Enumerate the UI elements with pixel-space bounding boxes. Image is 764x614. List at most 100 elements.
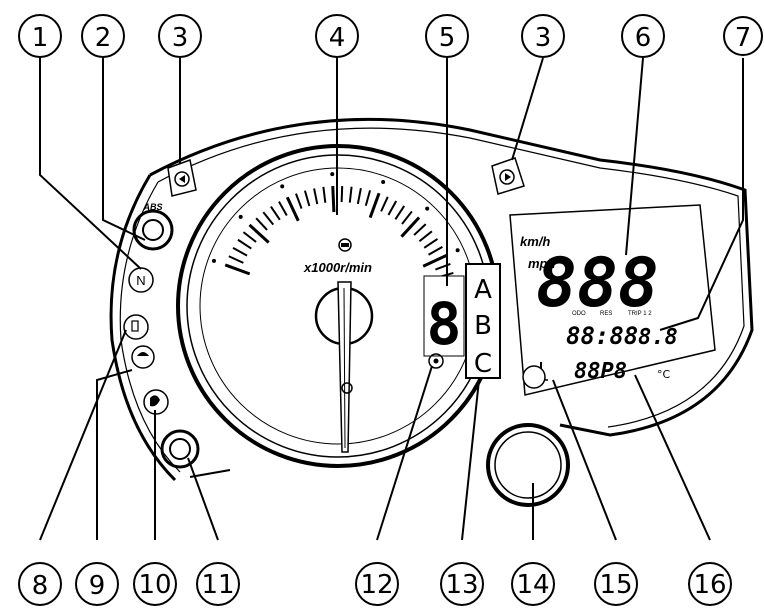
callout-6: 6 xyxy=(621,14,665,58)
tachometer-tick xyxy=(262,211,275,226)
tachometer-tick xyxy=(237,238,252,250)
leader-lines xyxy=(39,57,744,541)
trip-label: TRIP 1 2 xyxy=(628,311,652,317)
oil-pressure-icon xyxy=(131,345,155,369)
tachometer-tick xyxy=(435,263,451,271)
reset-button-icon xyxy=(160,429,200,469)
gear-position-display: 8 xyxy=(423,275,465,358)
indicator-light-15 xyxy=(522,365,546,389)
callout-9-number: 9 xyxy=(89,571,106,601)
tachometer-tick xyxy=(248,223,270,244)
mode-label-a: A xyxy=(474,275,492,305)
turn-signal-left-icon xyxy=(167,158,197,197)
tachometer-tick xyxy=(394,205,406,220)
lcd-panel: km/h mph 888 ODO RES TRIP 1 2 88:88 8.8 … xyxy=(509,204,716,396)
tachometer-tick xyxy=(340,186,344,203)
immobilizer-icon xyxy=(428,353,444,369)
tachometer-tick xyxy=(242,231,257,243)
tachometer-major-dot xyxy=(238,214,243,219)
callouts-top: 1 2 3 4 5 3 6 7 xyxy=(18,14,763,58)
callout-4: 4 xyxy=(315,14,359,58)
callout-12-number: 12 xyxy=(360,570,393,600)
callout-14-number: 14 xyxy=(516,570,549,600)
callout-13: 13 xyxy=(440,562,484,606)
callout-14: 14 xyxy=(511,562,555,606)
tachometer-tick xyxy=(423,238,439,249)
tachometer-tick xyxy=(356,188,362,205)
mode-label-c: C xyxy=(474,349,492,379)
callout-7: 7 xyxy=(723,16,763,56)
callout-1-number: 1 xyxy=(32,23,49,53)
callout-8: 8 xyxy=(18,562,62,606)
tachometer-tick xyxy=(295,193,303,209)
speed-digits: 888 xyxy=(536,244,659,323)
callout-1: 1 xyxy=(18,14,62,58)
tachometer-tick xyxy=(270,205,281,221)
select-button-icon[interactable] xyxy=(486,423,570,507)
callout-8-number: 8 xyxy=(32,571,49,601)
callout-11-number: 11 xyxy=(201,570,234,600)
tachometer-major-dot xyxy=(455,248,460,253)
temperature-unit: °C xyxy=(657,368,671,381)
tachometer-tick xyxy=(413,223,427,236)
engine-trouble-icon xyxy=(338,238,352,252)
tachometer-tick xyxy=(401,210,413,225)
gear-digit: 8 xyxy=(427,290,462,358)
tachometer-tick xyxy=(368,192,381,219)
tachometer-tick xyxy=(224,263,251,276)
odometer-small-digits: 8.8 xyxy=(638,325,678,350)
callout-9: 9 xyxy=(75,562,119,606)
neutral-indicator-icon: N xyxy=(128,267,154,293)
tachometer-tick xyxy=(278,201,288,216)
callout-5-number: 5 xyxy=(439,23,456,53)
odometer-digits: 88:88 xyxy=(566,322,638,350)
tachometer-tick xyxy=(303,190,311,207)
tachometer-major-dot xyxy=(425,206,430,211)
turn-signal-right-icon xyxy=(491,157,525,195)
callout-2-number: 2 xyxy=(95,23,112,53)
callout-6-number: 6 xyxy=(635,23,652,53)
tachometer-tick xyxy=(232,246,248,257)
tachometer-tick xyxy=(400,216,421,238)
callout-13-number: 13 xyxy=(445,570,478,600)
tachometer-major-dot xyxy=(280,184,285,189)
tachometer-tick xyxy=(313,188,319,205)
tachometer-needle xyxy=(314,281,374,453)
callout-16-number: 16 xyxy=(693,570,726,600)
tachometer-unit-label: x1000r/min xyxy=(303,260,372,275)
tachometer-major-dot xyxy=(381,179,386,184)
callout-3-left: 3 xyxy=(158,14,202,58)
fuel-level-icon xyxy=(123,314,149,340)
callout-2: 2 xyxy=(81,14,125,58)
abs-label: ABS xyxy=(142,202,162,212)
callout-10: 10 xyxy=(133,562,177,606)
tachometer-tick xyxy=(428,246,443,256)
tachometer-major-dot xyxy=(330,172,335,177)
cluster-housing xyxy=(109,117,754,482)
tachometer-major-dot xyxy=(211,258,216,263)
tachometer-tick xyxy=(285,196,300,222)
abs-warning-icon: ABS xyxy=(132,202,174,251)
tachometer-tick xyxy=(422,253,448,268)
temperature-digits: 88P8 xyxy=(574,359,627,384)
tachometer-tick xyxy=(322,186,327,203)
tachometer-tick xyxy=(228,255,244,264)
callout-3b-number: 3 xyxy=(535,23,552,53)
callout-4-number: 4 xyxy=(329,23,346,53)
neutral-label: N xyxy=(136,273,145,288)
odo-label: ODO xyxy=(572,311,586,317)
callout-3a-number: 3 xyxy=(172,23,189,53)
tachometer-tick xyxy=(418,230,433,243)
callout-5: 5 xyxy=(425,14,469,58)
callout-15-number: 15 xyxy=(599,570,632,600)
callout-15: 15 xyxy=(594,562,638,606)
speed-unit-kmh: km/h xyxy=(520,234,550,249)
callout-7-number: 7 xyxy=(735,23,752,53)
mode-label-b: B xyxy=(474,311,492,341)
callouts-bottom: 8 9 10 11 12 13 14 15 16 xyxy=(18,562,732,606)
mode-selector-display: A B C xyxy=(465,263,501,379)
callout-10-number: 10 xyxy=(138,570,171,600)
tachometer-tick xyxy=(364,190,372,207)
tachometer-tick xyxy=(387,200,398,216)
